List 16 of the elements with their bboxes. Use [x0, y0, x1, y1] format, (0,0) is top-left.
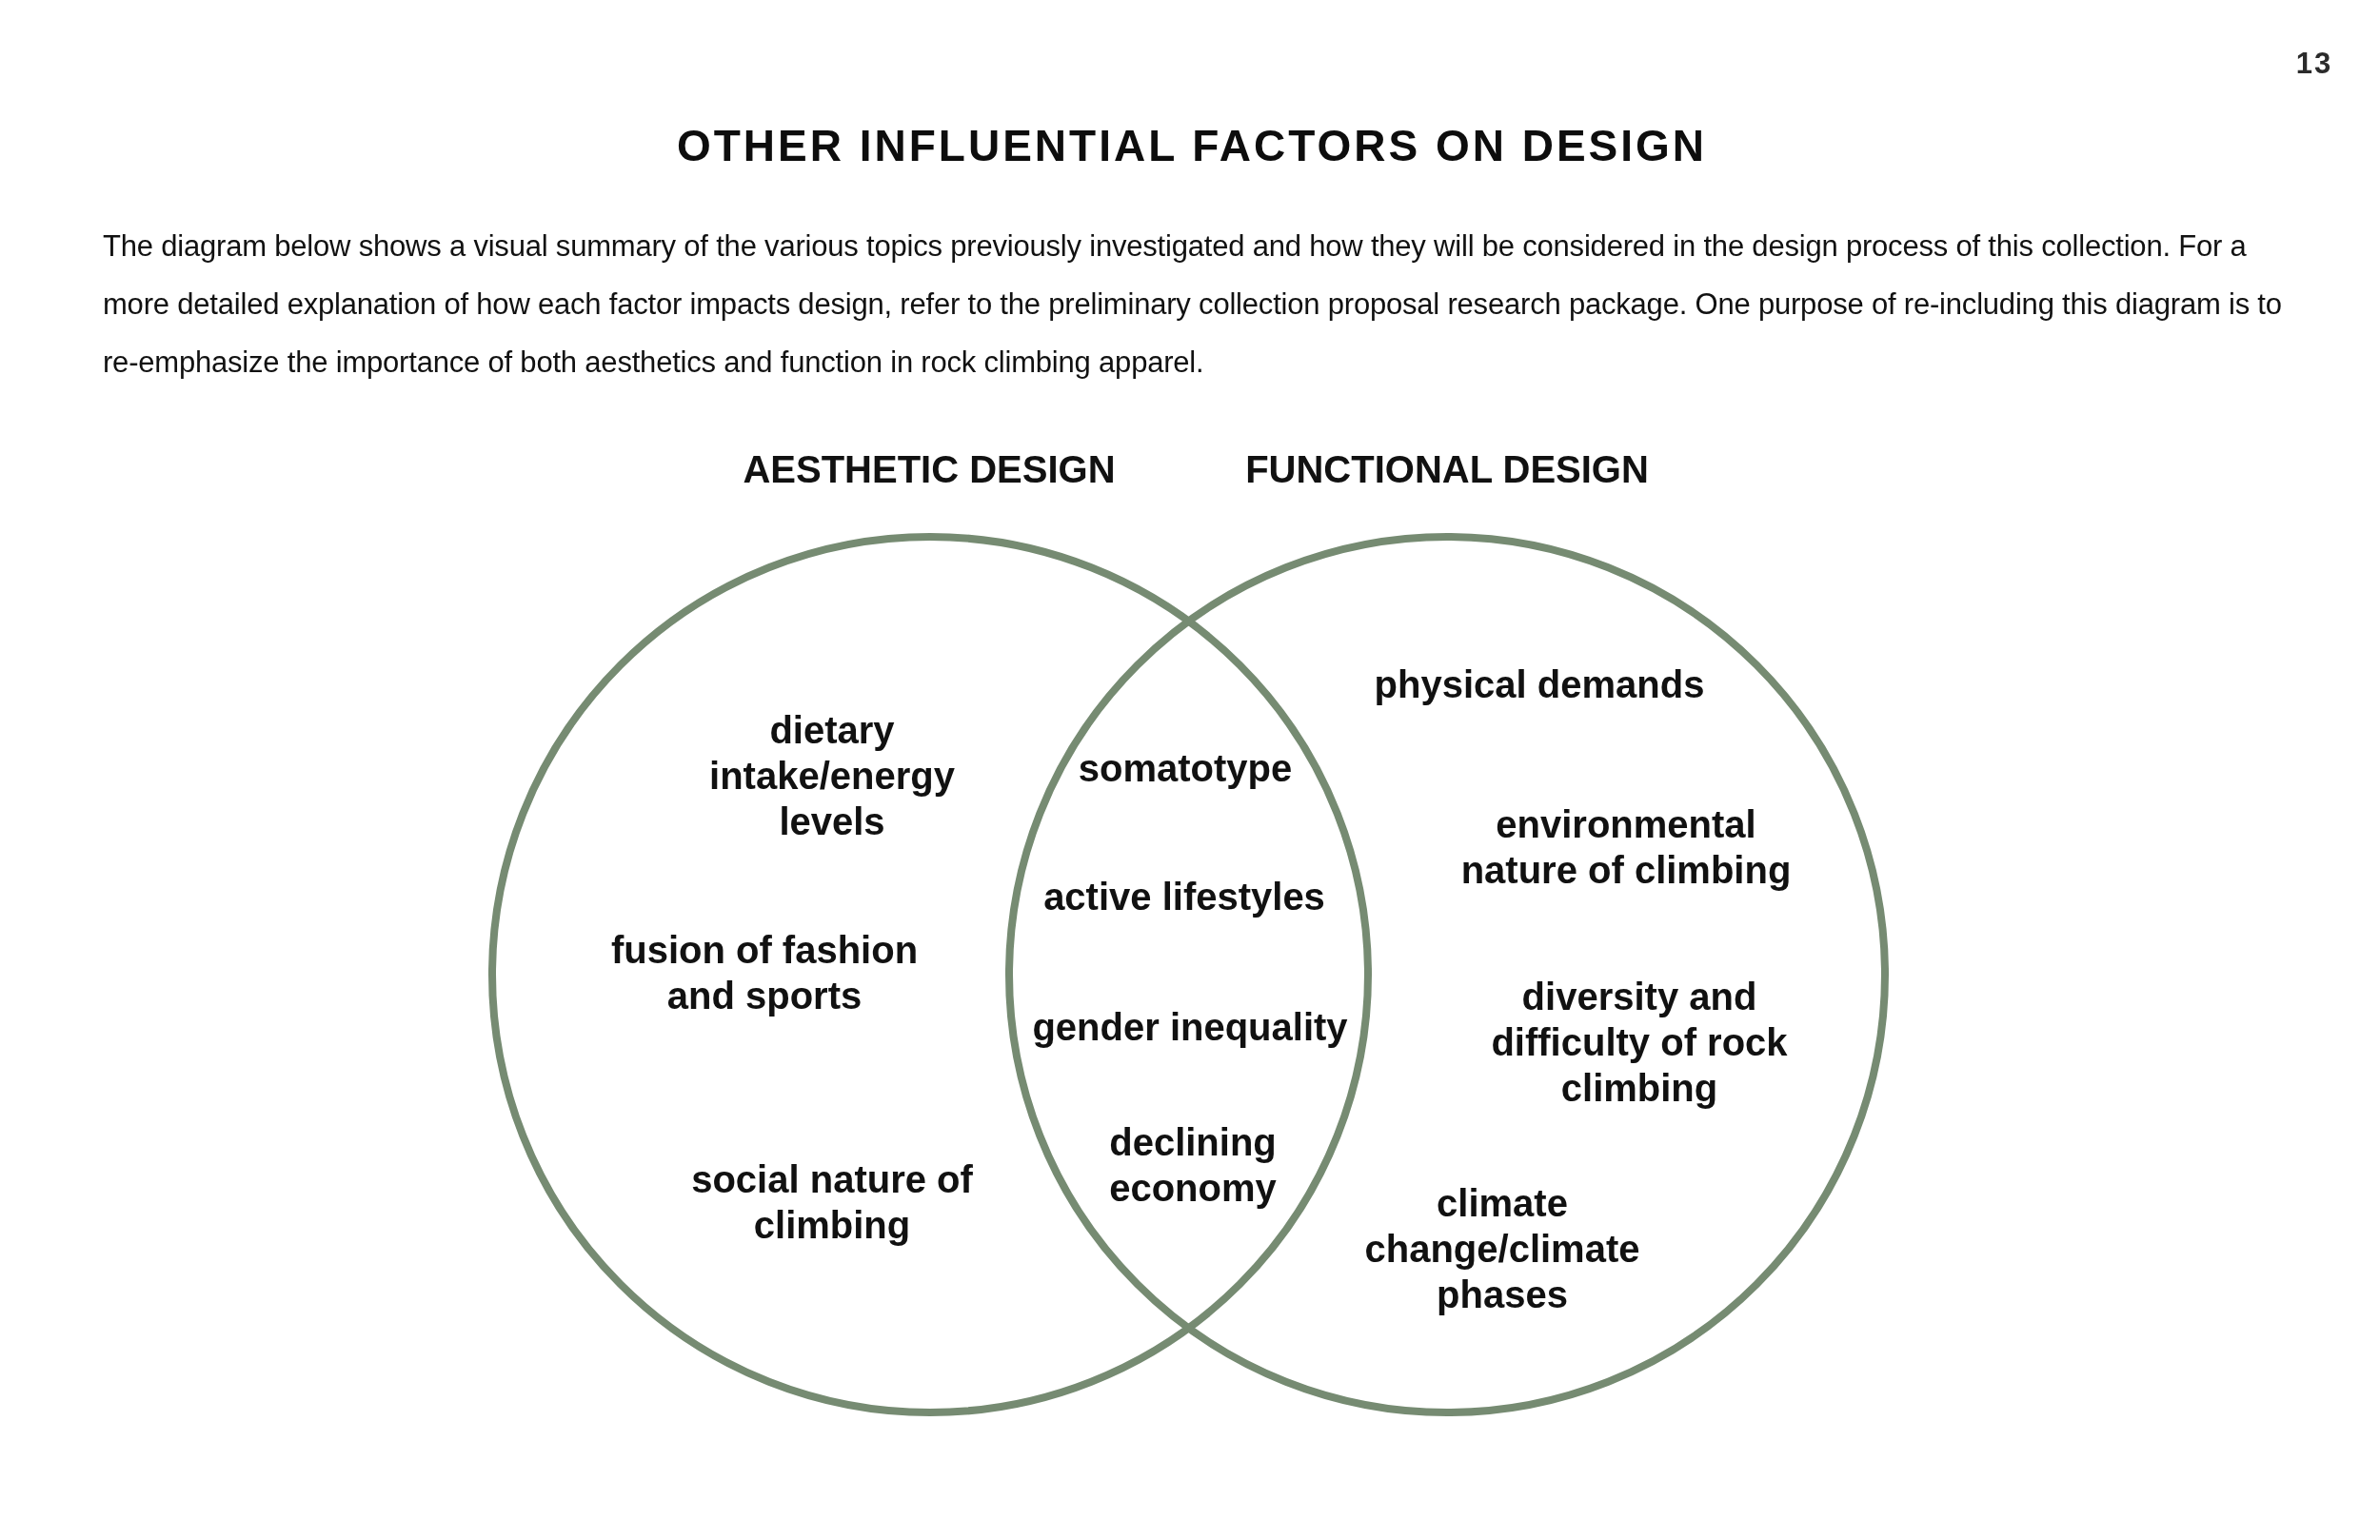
circle-item-text: fusion of fashion and sports [609, 928, 920, 1018]
circle-item-text: diversity and difficulty of rock climbing [1490, 975, 1789, 1111]
overlap-item-text: declining economy [1108, 1120, 1278, 1211]
page-number: 13 [2295, 47, 2333, 81]
page-title: OTHER INFLUENTIAL FACTORS ON DESIGN [676, 120, 1708, 171]
circle-heading: AESTHETIC DESIGN [743, 447, 1116, 492]
overlap-item-text: active lifestyles [1042, 875, 1326, 919]
circle-item-text: physical demands [1373, 662, 1706, 707]
circle-item-text: dietary intake/energy levels [708, 708, 956, 844]
overlap-item-text: gender inequality [1031, 1005, 1349, 1050]
circle-item-text: environmental nature of climbing [1459, 802, 1793, 893]
circle-heading: FUNCTIONAL DESIGN [1245, 447, 1649, 492]
overlap-item-text: somatotype [1077, 746, 1294, 791]
intro-paragraph: The diagram below shows a visual summary of the various topics previously investigated and how they will be considered in the design process of this collection. For a more detailed explanation of how each factor impacts design, refer to the preliminary collection proposal research package. One purpose of re-including this diagram is to re-emphasize the importance of both aesthetics and function in rock climbing apparel. [103, 228, 2283, 381]
circle-item-text: social nature of climbing [690, 1157, 974, 1248]
circle-item-text: climate change/climate phases [1363, 1181, 1641, 1317]
